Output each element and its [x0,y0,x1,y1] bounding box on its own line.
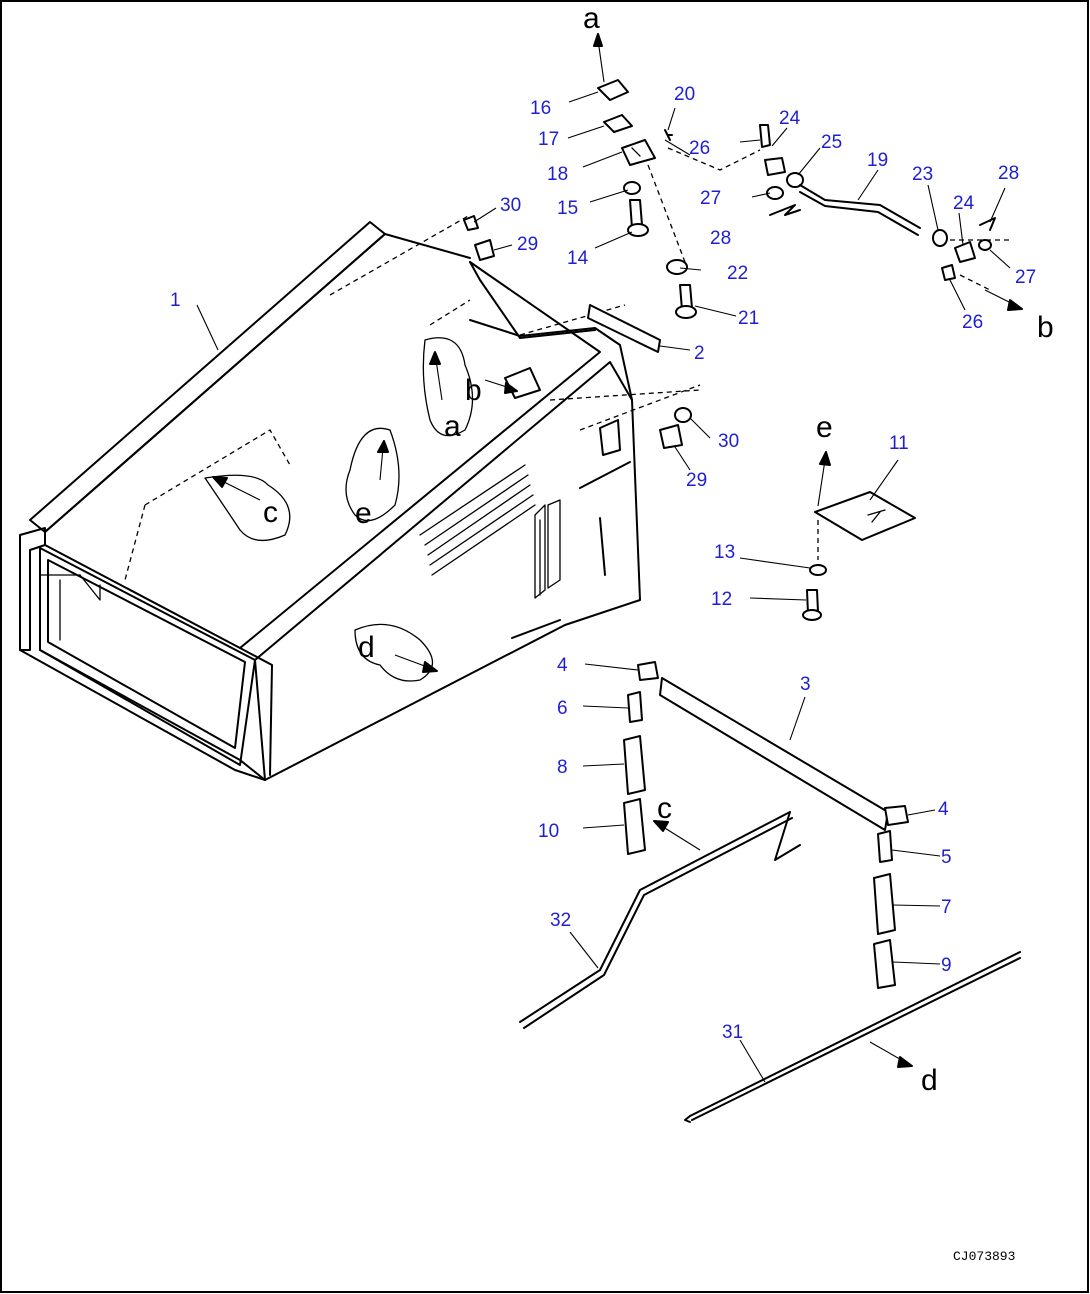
callout-24a: 24 [779,108,801,129]
callout-28a: 28 [710,228,731,249]
callout-26a: 26 [689,138,710,159]
callout-11: 11 [889,433,909,454]
callout-21: 21 [738,308,759,329]
latch-assembly [463,79,1010,621]
ref-c-body: c [263,496,278,529]
callout-23: 23 [912,164,933,185]
callout-6: 6 [557,698,568,719]
callout-3: 3 [800,674,811,695]
callout-20: 20 [674,84,695,105]
callout-27a: 27 [700,188,721,209]
callout-31: 31 [722,1022,743,1043]
ref-c-right: c [657,792,672,825]
callout-17: 17 [538,129,559,150]
callout-5: 5 [941,847,952,868]
callout-7: 7 [941,897,952,918]
callout-18: 18 [547,164,568,185]
callout-19: 19 [867,150,888,171]
reference-letters: a b e c d a b c e d [263,2,1054,1097]
callout-8: 8 [557,757,568,778]
callout-1: 1 [170,290,181,311]
callout-30b: 30 [718,431,739,452]
callout-10: 10 [538,821,559,842]
callout-29b: 29 [686,470,707,491]
ref-a-top: a [583,2,600,35]
callout-25: 25 [821,132,842,153]
ref-d-body: d [358,631,375,664]
leader-lines [196,33,1023,1083]
engine-hood [19,214,701,781]
callout-2: 2 [694,343,705,364]
callout-12: 12 [711,589,732,610]
callout-26b: 26 [962,312,983,333]
seal-parts [519,661,1021,1123]
callout-29a: 29 [517,234,538,255]
callout-15: 15 [557,198,578,219]
ref-a-body: a [444,410,461,443]
ref-b-body: b [465,374,482,407]
callout-30a: 30 [500,195,521,216]
callout-9: 9 [941,955,952,976]
drawing-code: CJ073893 [953,1249,1015,1264]
callout-numbers: 1 2 3 4 4 5 6 7 8 9 10 11 12 13 14 15 16… [170,84,1036,1043]
ref-e-right: e [816,411,833,444]
ref-d-right: d [921,1064,938,1097]
callout-32: 32 [550,910,571,931]
callout-28b: 28 [998,163,1019,184]
ref-e-body: e [355,497,372,530]
callout-4a: 4 [557,655,568,676]
callout-27b: 27 [1015,267,1036,288]
callout-24b: 24 [953,193,975,214]
callout-14: 14 [567,248,589,269]
ref-b-right: b [1037,311,1054,344]
callout-22: 22 [727,263,748,284]
callout-4b: 4 [938,799,949,820]
callout-13: 13 [714,542,735,563]
callout-16: 16 [530,98,551,119]
